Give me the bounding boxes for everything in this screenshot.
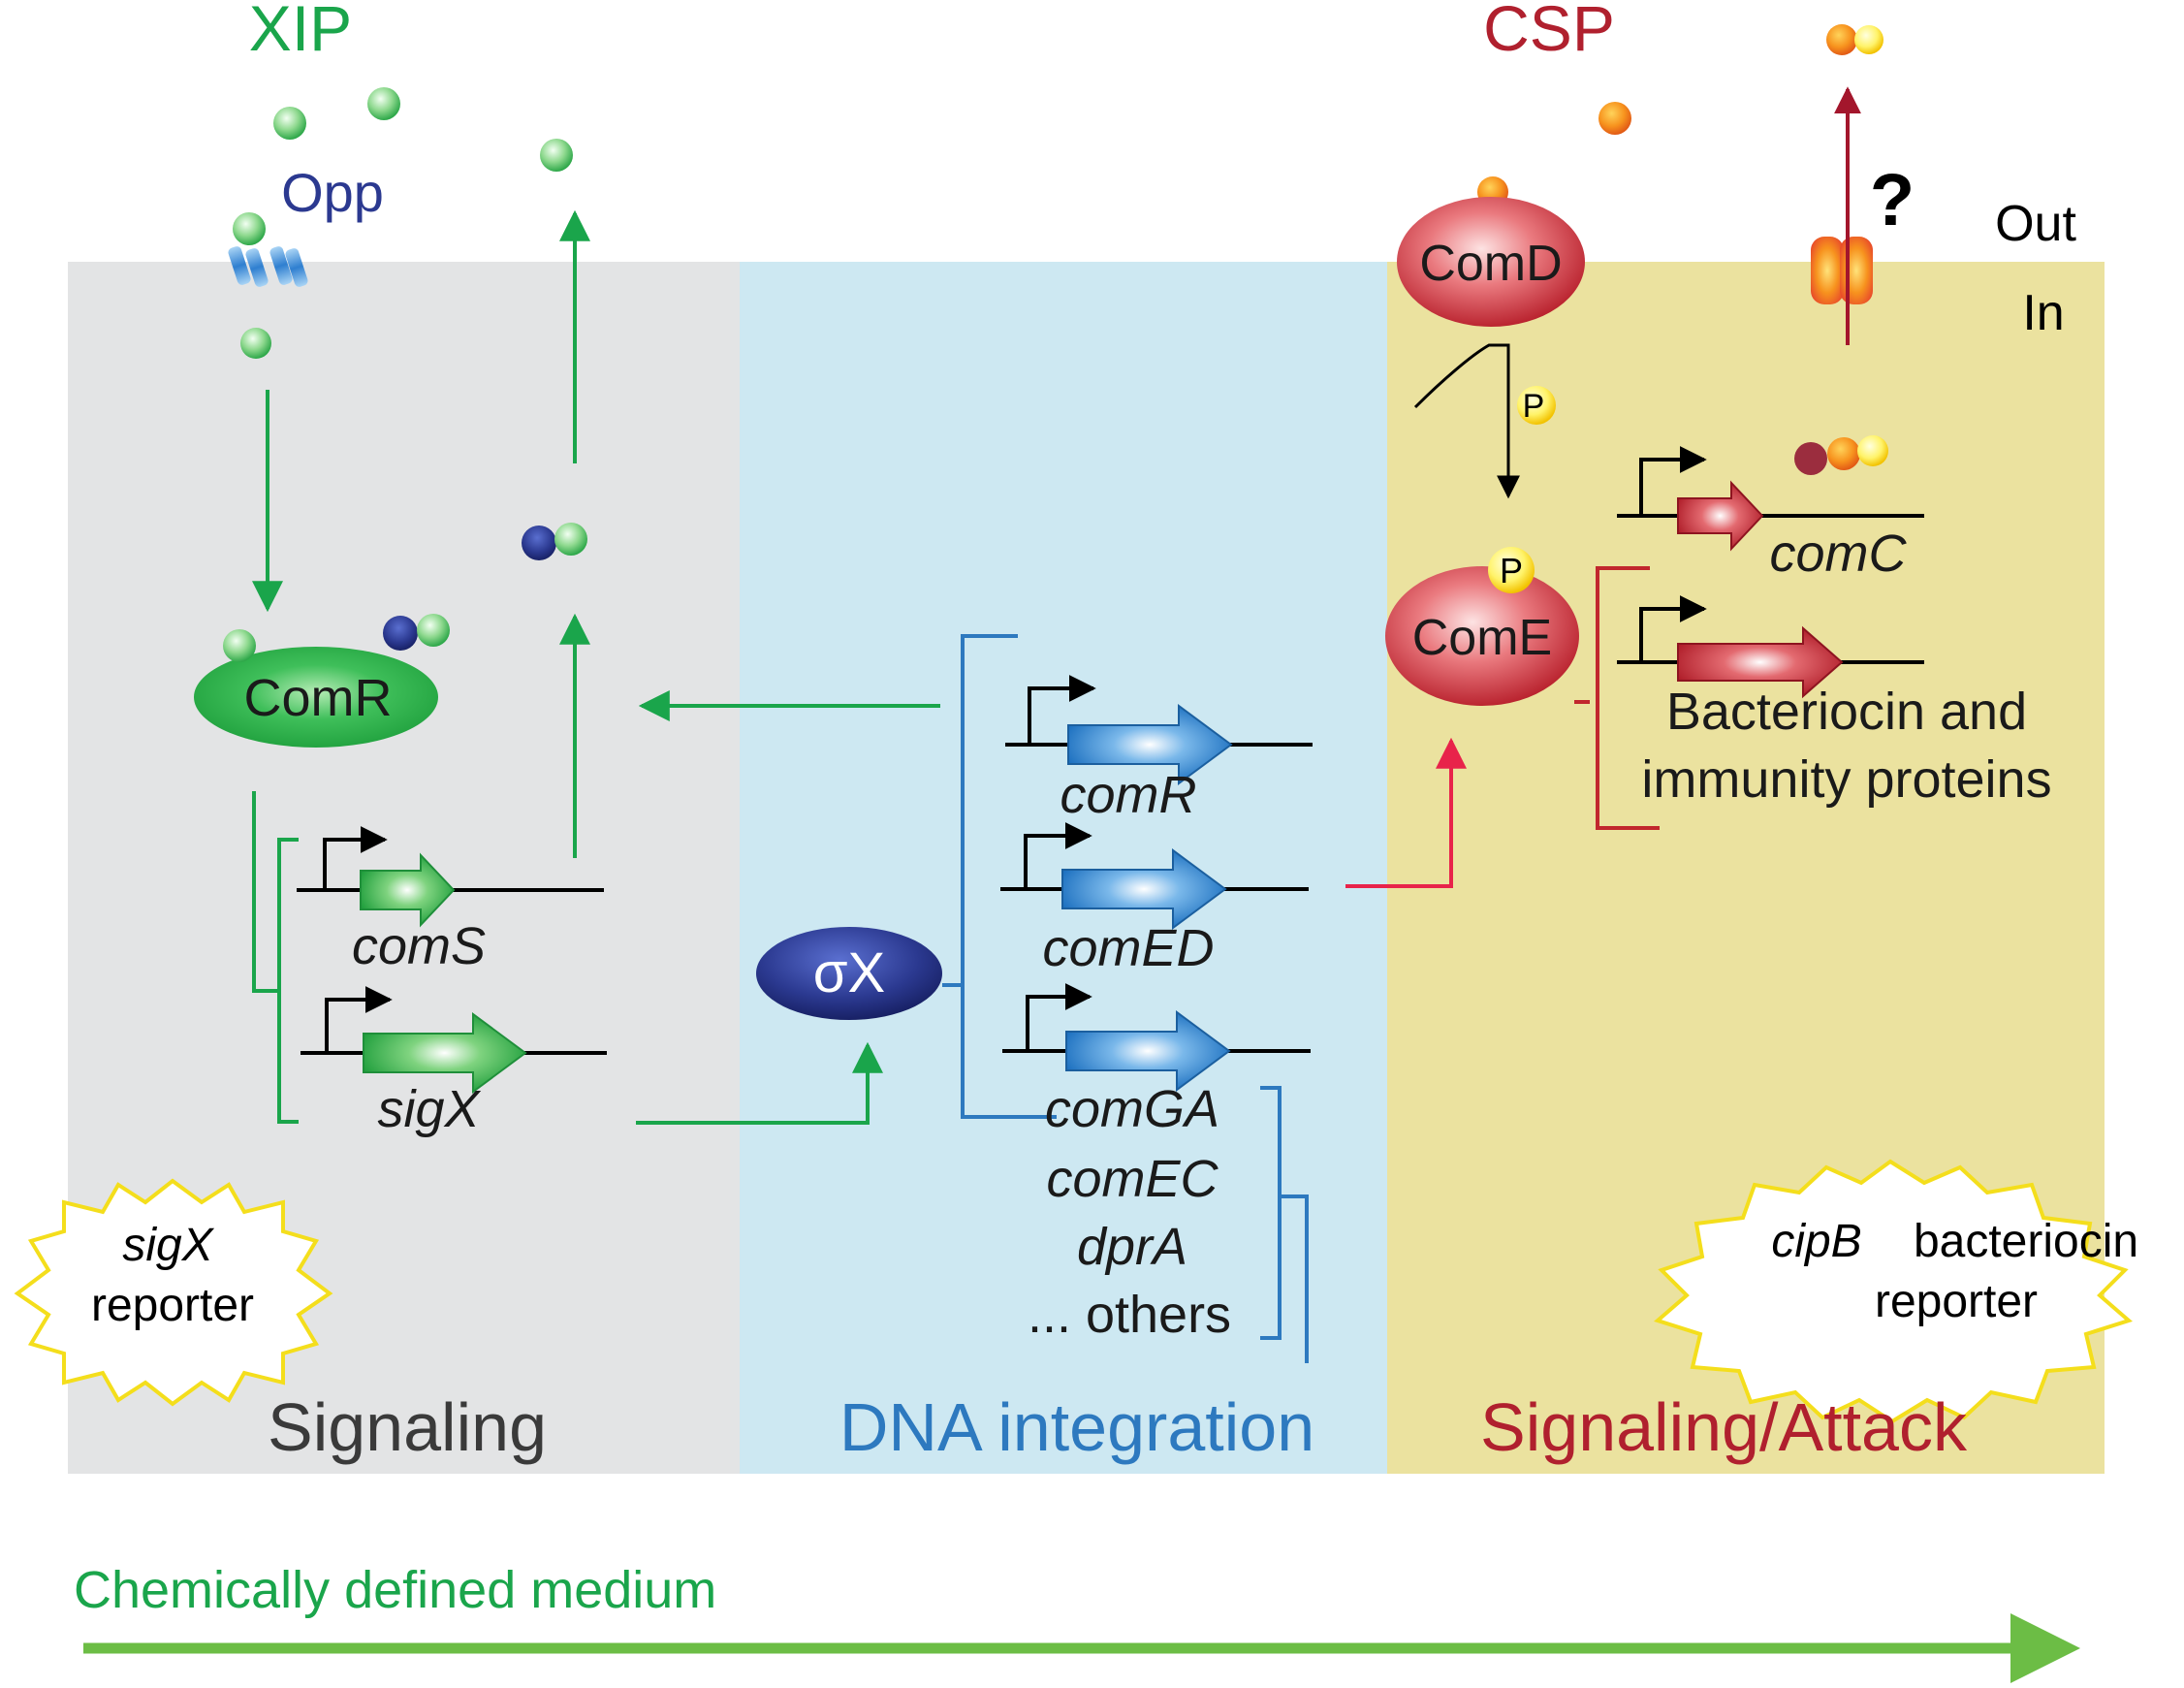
medium-gradient-arrow — [83, 1613, 2080, 1683]
opp-transporter-icon — [228, 246, 308, 287]
csp-peptide — [1598, 102, 1631, 135]
comc-gene — [1617, 446, 1924, 552]
sigma-x-factor — [756, 927, 942, 1020]
dpra-gene-label: dprA — [1077, 1218, 1187, 1276]
xip-peptide — [223, 629, 256, 662]
sigx-gene — [301, 986, 607, 1094]
comr-gene-label: comR — [1060, 766, 1196, 824]
coms-precursor-part — [383, 616, 418, 651]
reporter-burst-icon — [1653, 1159, 2134, 1424]
others-label: ... others — [1028, 1286, 1231, 1344]
late-com-gene — [1002, 983, 1311, 1092]
cipb-reporter-gene: cipB — [1771, 1216, 1861, 1267]
csp-peptide — [1827, 437, 1860, 470]
comd-receptor-label: ComD — [1419, 236, 1562, 292]
phosphate-group-label: P — [1500, 551, 1523, 590]
csp-precursor-leader — [1794, 442, 1827, 475]
csp-peptide — [1857, 435, 1888, 466]
out-label: Out — [1995, 196, 2076, 252]
comed-to-come-arrow — [1345, 737, 1467, 888]
come-regulator-label: ComE — [1412, 610, 1552, 666]
cipb-reporter-badge: cipB bacteriocin reporter — [1653, 1159, 2138, 1424]
xip-label: XIP — [249, 0, 352, 64]
comr-regulation-bracket — [252, 791, 299, 1124]
reporter-burst-icon — [14, 1178, 333, 1407]
in-label: In — [2022, 285, 2064, 341]
bacteriocin-gene — [1617, 595, 1924, 699]
comed-gene — [1000, 822, 1309, 930]
phosphate-label: P — [1523, 388, 1545, 425]
bacteriocin-label-line1: Bacteriocin and — [1666, 683, 2027, 741]
phosphate-transfer — [1517, 386, 1556, 425]
sigx-gene-label: sigX — [377, 1080, 481, 1138]
csp-label: CSP — [1483, 0, 1615, 64]
csp-exporter-icon — [1811, 237, 1873, 304]
sigma-x-label: σX — [813, 941, 885, 1004]
comc-gene-label: comC — [1769, 525, 1907, 583]
comec-gene-label: comEC — [1046, 1150, 1219, 1208]
opp-label: Opp — [281, 162, 384, 223]
xip-peptide — [554, 523, 587, 556]
late-genes-bracket — [1260, 1086, 1309, 1363]
comd-kinase-curve — [1413, 343, 1520, 499]
signaling-title: Signaling — [268, 1389, 547, 1465]
cipb-reporter-text2: reporter — [1875, 1276, 2038, 1327]
signaling-attack-title: Signaling/Attack — [1480, 1389, 1968, 1465]
cipb-reporter-text1: bacteriocin — [1914, 1216, 2138, 1267]
coms-gene-label: comS — [352, 917, 486, 975]
sigx-reporter-text: reporter — [91, 1280, 254, 1331]
csp-peptide — [1854, 25, 1883, 54]
coms-precursor-part — [522, 526, 556, 560]
sigma-x-regulon-bracket — [942, 634, 1057, 1119]
medium-label: Chemically defined medium — [74, 1561, 716, 1619]
come-regulator — [1385, 566, 1579, 706]
bacteriocin-label-line2: immunity proteins — [1641, 750, 2051, 809]
comed-gene-label: comED — [1042, 919, 1214, 977]
xip-peptide — [540, 139, 573, 172]
comr-gene — [1005, 675, 1313, 785]
xip-peptide — [367, 87, 400, 120]
come-regulation-bracket — [1574, 566, 1660, 830]
xip-peptide — [417, 614, 450, 647]
sigx-reporter-gene: sigX — [122, 1220, 214, 1271]
unknown-exporter-question-mark: ? — [1870, 159, 1915, 241]
comga-gene-label: comGA — [1045, 1080, 1219, 1138]
comd-receptor — [1397, 197, 1585, 327]
comr-protein-label: ComR — [243, 669, 392, 727]
sigx-to-sigmax-arrow — [636, 1041, 883, 1125]
csp-peptide — [1826, 24, 1857, 55]
comr-protein — [194, 647, 438, 748]
xip-peptide — [240, 328, 271, 359]
xip-peptide — [233, 212, 266, 245]
phosphate-group — [1488, 547, 1535, 593]
xip-peptide — [273, 107, 306, 140]
dna-integration-title: DNA integration — [839, 1389, 1314, 1465]
coms-gene — [297, 826, 604, 928]
sigx-reporter-badge: sigX reporter — [14, 1178, 333, 1407]
